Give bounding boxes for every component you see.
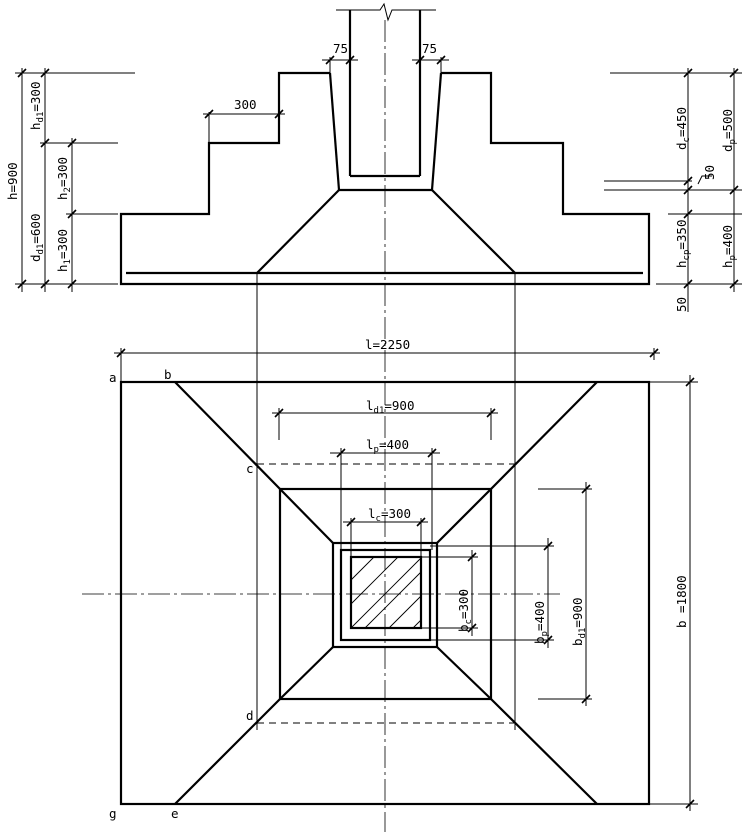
tick (274, 408, 496, 418)
cup-left-wall (328, 72, 341, 191)
dim-line-300 (203, 110, 285, 143)
tick (346, 517, 426, 527)
point-d-label: d (246, 708, 254, 723)
tick (116, 348, 659, 358)
bd1-label: bd1=900 (570, 598, 588, 646)
plan-outer-rect (119, 380, 651, 806)
tick (543, 541, 553, 645)
dim-line-l-total (114, 348, 660, 382)
slope-left (256, 189, 340, 274)
elevation-view: 75 75 300 h=900 hd1=300 dd1=600 h2=300 h… (5, 2, 742, 312)
tick (204, 109, 284, 119)
dim-line-bc (421, 550, 478, 636)
dim-75-right-label: 75 (422, 41, 437, 56)
point-c-label: c (246, 461, 254, 476)
dim-line-bp (430, 538, 554, 648)
slope-indicator-icon (697, 175, 712, 185)
cup-diagonals (279, 488, 492, 700)
point-e-label: e (171, 806, 179, 821)
hcp-label: hcp=350 (674, 220, 692, 268)
cup-outer-rect (331, 541, 439, 649)
dc-label: dc=450 (674, 107, 692, 150)
column-hatch (350, 556, 422, 629)
bp-label: bp=400 (532, 601, 550, 644)
dashed-bottom-rect (256, 463, 516, 724)
slope-50-label: 50 (702, 165, 717, 180)
bc-label: bc=300 (456, 589, 474, 632)
tick (685, 377, 695, 809)
tick (336, 448, 437, 458)
point-g-label: g (109, 806, 117, 821)
tick (17, 68, 77, 289)
b-total-label: b =1800 (674, 575, 689, 628)
cup-inner-rect (339, 548, 432, 642)
h-d1-label: hd1=300 (28, 82, 46, 130)
dim-line-bd1 (538, 482, 592, 706)
tick (467, 552, 477, 633)
break-line-icon (336, 2, 436, 22)
hp-label: hp=400 (720, 225, 738, 268)
right-dim-lines (604, 68, 742, 312)
column-section (349, 555, 423, 630)
dim-line-lc (343, 518, 428, 557)
point-a-label: a (109, 370, 117, 385)
lp-label: lp=400 (366, 437, 409, 455)
dim-line-lp (330, 448, 440, 550)
plan-view: l=2250 ld1=900 lp=400 lc=300 (82, 337, 698, 821)
d-d1-label: dd1=600 (28, 214, 46, 262)
h2-label: h2=300 (55, 157, 73, 200)
tick (325, 55, 446, 65)
slope-right (431, 189, 516, 274)
h1-label: h1=300 (55, 229, 73, 272)
plan-diagonals (174, 381, 598, 805)
point-b-label: b (164, 367, 172, 382)
cup-right-wall (430, 72, 443, 191)
dim-50-bottom-label: 50 (674, 297, 689, 312)
dp-label: dp=500 (720, 109, 738, 152)
dim-75-left-label: 75 (333, 41, 348, 56)
tick (581, 484, 591, 704)
tick (683, 68, 739, 289)
l-total-label: l=2250 (365, 337, 410, 352)
h-total-label: h=900 (5, 162, 20, 200)
lc-label: lc=300 (368, 506, 411, 524)
dim-300-step-label: 300 (234, 97, 257, 112)
ld1-label: ld1=900 (366, 398, 414, 416)
